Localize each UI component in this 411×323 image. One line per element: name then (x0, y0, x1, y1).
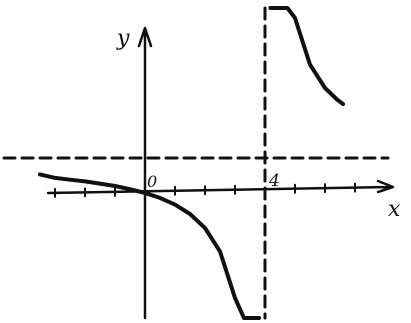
x-axis-ticks (54, 182, 356, 198)
y-axis-label: y (116, 26, 130, 51)
x-axis-label: x (388, 197, 401, 222)
curves (38, 6, 345, 320)
asymptotes (2, 6, 390, 320)
origin-label: 0 (147, 172, 157, 191)
curve-branch-left (38, 172, 261, 320)
x-tick-label: 4 (268, 171, 280, 191)
x-axis-arrow (376, 179, 395, 194)
y-axis-arrow (137, 26, 153, 48)
x-axis (46, 185, 394, 195)
curve-branch-right (268, 6, 345, 107)
labels: y x 0 4 (116, 26, 401, 222)
axes (46, 26, 395, 320)
